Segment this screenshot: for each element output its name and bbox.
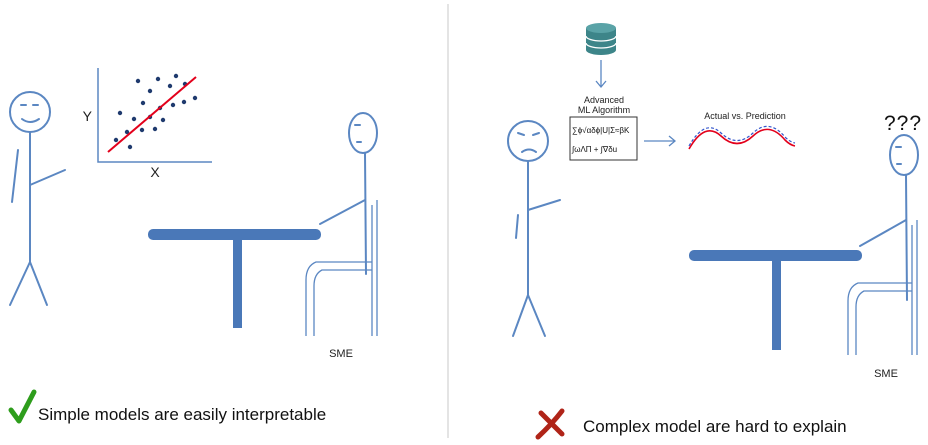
sme-head [348,112,378,154]
scatter-point [160,117,166,123]
presenter-figure-frowning [507,120,561,337]
presenter-smile [21,118,40,123]
scatter-point [155,76,161,82]
scatter-point [135,78,141,84]
scatter-point [152,126,158,132]
scatter-point [170,102,176,108]
right-panel: Advanced ML Algorithm ∑ϕ√αδϕ|U|Σ≈βΚ ∫ωΛΠ… [507,23,922,440]
actual-wave [688,128,796,150]
right-caption: Complex model are hard to explain [583,417,847,436]
left-table [148,229,321,328]
scatter-point [124,129,130,135]
algorithm-formula-line1: ∑ϕ√αδϕ|U|Σ≈βΚ [572,126,630,135]
chair-right [847,220,918,355]
check-mark-icon [8,389,37,424]
scatter-plot: Y X [83,68,212,180]
scatter-point [173,73,179,79]
algorithm-title-line2: ML Algorithm [578,105,630,115]
scatter-point [181,99,187,105]
scatter-point [167,83,173,89]
scatter-point [139,127,145,133]
presenter-frown [521,148,537,153]
algorithm-formula-line2: ∫ωΛΠ + ∫∇δu [571,145,617,154]
chair-left [305,200,378,336]
sme-figure-left [319,112,378,275]
scatter-point [131,116,137,122]
presenter-head [9,91,51,133]
right-table [689,250,862,350]
table-top [148,229,321,240]
sme-head-right [889,134,919,176]
algorithm-title-line1: Advanced [584,95,624,105]
x-mark-icon [535,408,565,440]
scatter-point [127,144,133,150]
table-leg-right [772,260,781,350]
scatter-point [140,100,146,106]
scatter-axes [97,68,212,163]
left-caption: Simple models are easily interpretable [38,405,326,424]
x-axis-label: X [150,164,160,180]
algorithm-box [569,116,638,161]
presenter-brows [517,132,540,136]
scatter-point [117,110,123,116]
left-panel: Y X [8,68,378,424]
sme-figure-right [859,134,919,301]
data-flow-arrow [595,60,607,89]
presenter-head-right [507,120,549,162]
y-axis-label: Y [83,108,93,124]
sme-label-right: SME [874,368,898,380]
algorithm-to-chart-arrow [644,135,677,147]
confused-marks: ??? [884,112,922,135]
database-icon [585,23,617,55]
prediction-chart-title: Actual vs. Prediction [704,111,786,121]
sme-label-left: SME [329,348,353,360]
scatter-point [147,88,153,94]
scatter-point [113,137,119,143]
regression-line [107,76,197,153]
table-top-right [689,250,862,261]
prediction-wave [688,125,796,147]
table-leg [233,239,242,328]
scatter-point [192,95,198,101]
presenter-figure-smiling [9,91,66,306]
